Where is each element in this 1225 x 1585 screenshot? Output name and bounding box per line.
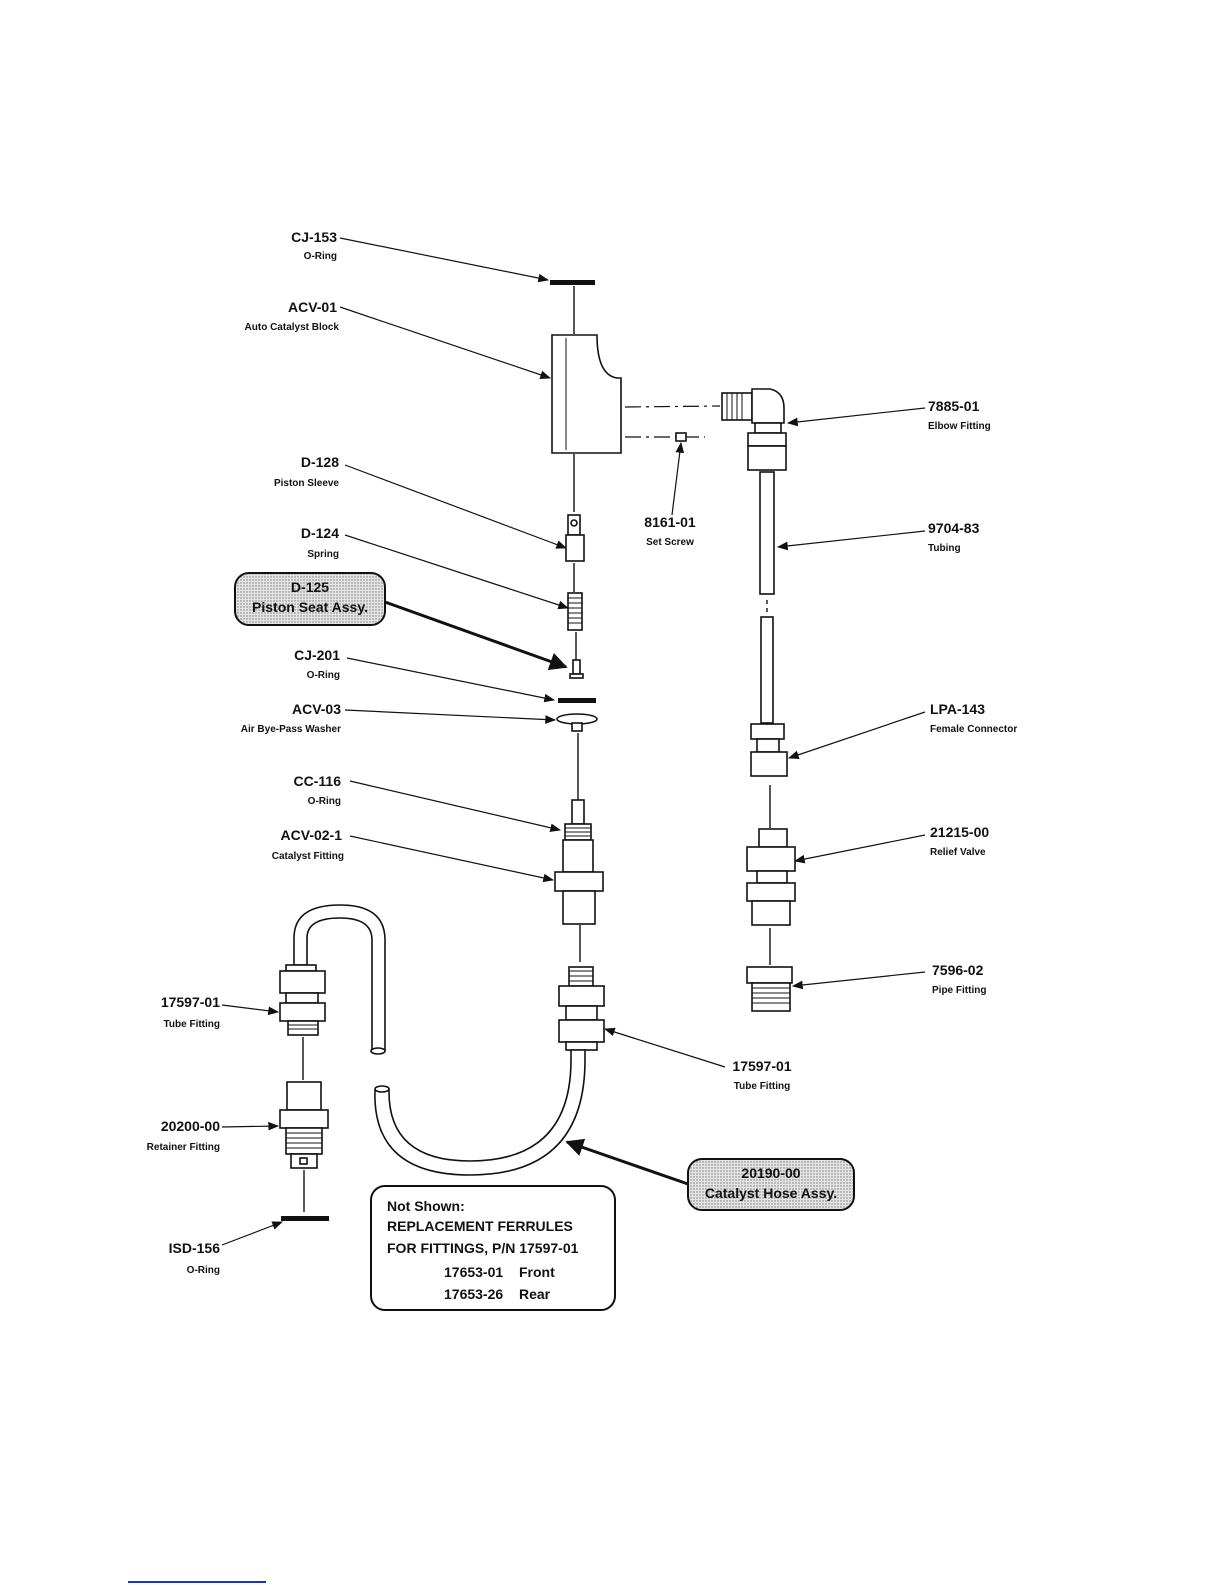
note-item-2-pn: 17653-26 <box>444 1286 503 1302</box>
female-connector-part <box>750 723 788 777</box>
label-cc116-pn: CC-116 <box>294 773 342 789</box>
tube-fitting-right-part <box>558 966 605 1051</box>
o-ring-isd156-part <box>281 1216 329 1221</box>
callout-piston-seat-assy: D-125 Piston Seat Assy. <box>234 572 386 626</box>
part-labels: CJ-153 O-Ring ACV-01 Auto Catalyst Block… <box>147 229 1018 1276</box>
note-title: Not Shown: <box>387 1198 465 1214</box>
label-21215-desc: Relief Valve <box>930 847 986 858</box>
label-20200-pn: 20200-00 <box>161 1118 220 1134</box>
tube-fitting-left-part <box>279 964 326 1036</box>
label-cj153-desc: O-Ring <box>304 251 337 262</box>
relief-valve-part <box>746 828 796 926</box>
label-7885-desc: Elbow Fitting <box>928 421 991 432</box>
label-17597-right-desc: Tube Fitting <box>734 1081 790 1092</box>
label-9704-pn: 9704-83 <box>928 520 980 536</box>
label-acv03-desc: Air Bye-Pass Washer <box>241 724 341 735</box>
leader-lines <box>221 237 926 1246</box>
label-acv021-desc: Catalyst Fitting <box>272 851 344 862</box>
callout-hose-pn: 20190-00 <box>741 1165 800 1181</box>
label-7596-pn: 7596-02 <box>932 962 984 978</box>
label-17597-left-pn: 17597-01 <box>161 994 220 1010</box>
label-7885-pn: 7885-01 <box>928 398 980 414</box>
label-8161-desc: Set Screw <box>646 537 694 548</box>
label-20200-desc: Retainer Fitting <box>147 1142 220 1153</box>
footer-rule <box>128 1581 266 1583</box>
washer-part <box>556 713 598 732</box>
label-isd156-desc: O-Ring <box>187 1265 220 1276</box>
block-to-elbow-line <box>624 405 721 408</box>
note-item-1-pn: 17653-01 <box>444 1264 503 1280</box>
note-line1: REPLACEMENT FERRULES <box>387 1218 573 1234</box>
pipe-fitting-part <box>746 966 793 1012</box>
label-acv03-pn: ACV-03 <box>292 701 341 717</box>
label-lpa143-desc: Female Connector <box>930 724 1017 735</box>
o-ring-cj201-part <box>558 698 596 703</box>
label-acv021-pn: ACV-02-1 <box>281 827 343 843</box>
center-assembly-axis <box>573 286 581 962</box>
label-21215-pn: 21215-00 <box>930 824 989 840</box>
not-shown-note-box: Not Shown: REPLACEMENT FERRULES FOR FITT… <box>370 1185 616 1311</box>
label-isd156-pn: ISD-156 <box>169 1240 221 1256</box>
callout-hose-desc: Catalyst Hose Assy. <box>705 1185 837 1201</box>
label-7596-desc: Pipe Fitting <box>932 985 986 996</box>
label-cj201-desc: O-Ring <box>307 670 340 681</box>
o-ring-cj153-part <box>550 280 595 285</box>
label-d128-desc: Piston Sleeve <box>274 478 339 489</box>
label-d128-pn: D-128 <box>301 454 339 470</box>
catalyst-fitting-part <box>554 799 604 925</box>
catalyst-hose-part <box>293 904 586 1176</box>
label-lpa143-pn: LPA-143 <box>930 701 985 717</box>
label-d124-pn: D-124 <box>301 525 339 541</box>
callout-catalyst-hose-assy: 20190-00 Catalyst Hose Assy. <box>687 1158 855 1211</box>
tubing-part <box>759 471 775 724</box>
label-acv01-desc: Auto Catalyst Block <box>245 322 340 333</box>
set-screw-part <box>675 432 687 442</box>
elbow-fitting-part <box>721 388 787 471</box>
callout-d125-pn: D-125 <box>291 579 329 595</box>
callout-d125-desc: Piston Seat Assy. <box>252 599 368 615</box>
auto-catalyst-block-part <box>551 334 622 454</box>
label-17597-left-desc: Tube Fitting <box>164 1019 220 1030</box>
spring-part <box>567 592 583 631</box>
label-9704-desc: Tubing <box>928 543 961 554</box>
label-cj153-pn: CJ-153 <box>291 229 337 245</box>
piston-sleeve-part <box>565 514 585 562</box>
piston-seat-part <box>569 659 584 679</box>
label-8161-pn: 8161-01 <box>644 514 696 530</box>
note-item-1-label: Front <box>519 1264 555 1280</box>
retainer-fitting-part <box>279 1037 329 1212</box>
note-line2: FOR FITTINGS, P/N 17597-01 <box>387 1240 579 1256</box>
note-item-2-label: Rear <box>519 1286 551 1302</box>
label-d124-desc: Spring <box>307 549 339 560</box>
label-cj201-pn: CJ-201 <box>294 647 340 663</box>
label-cc116-desc: O-Ring <box>308 796 341 807</box>
label-17597-right-pn: 17597-01 <box>732 1058 791 1074</box>
label-acv01-pn: ACV-01 <box>288 299 337 315</box>
